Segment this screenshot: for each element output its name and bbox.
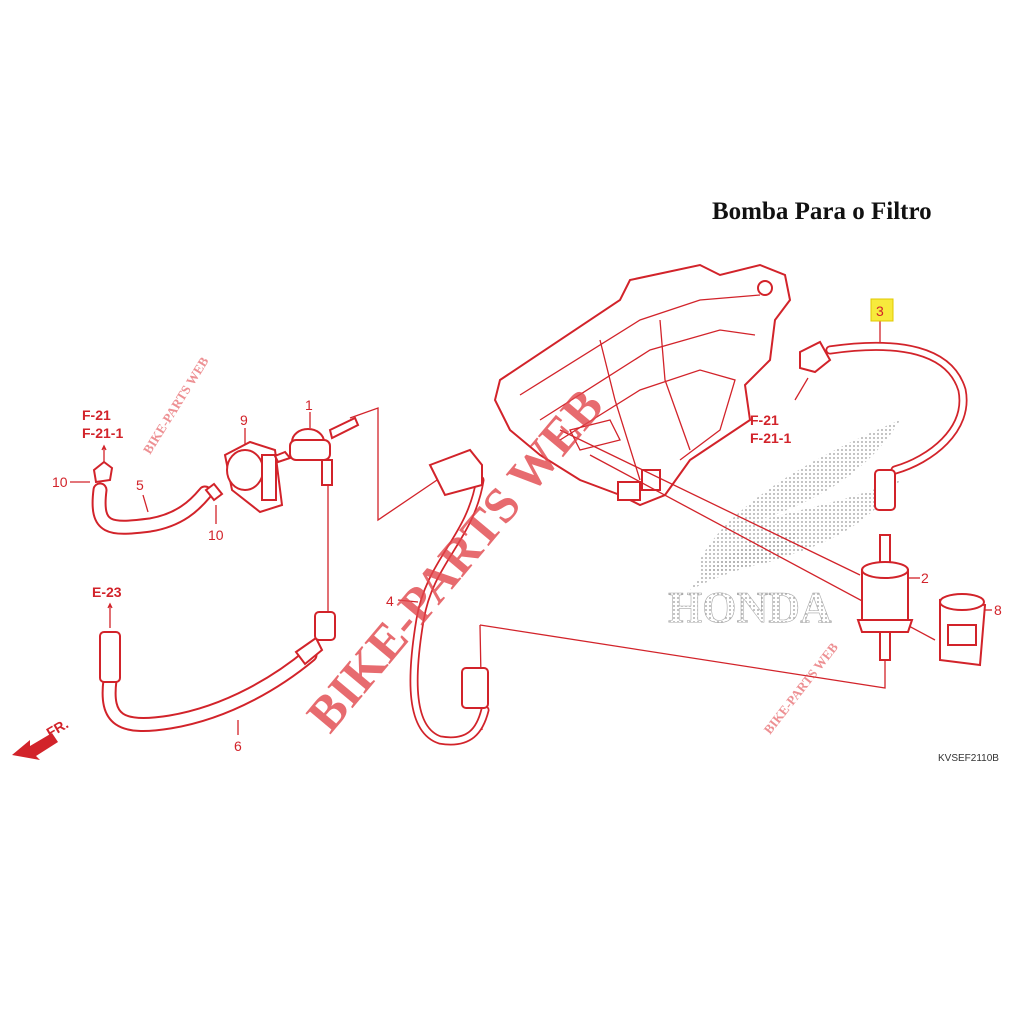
honda-logo: HONDA: [668, 420, 900, 632]
ref-e23: E-23: [92, 584, 122, 600]
callout-9: 9: [240, 412, 248, 428]
diagram-code: KVSEF2110B: [938, 753, 999, 764]
hose-5: [91, 482, 213, 535]
ref-left-f21-1: F-21-1: [82, 425, 123, 441]
callout-1: 1: [305, 397, 313, 413]
holder-9: [223, 440, 284, 514]
hose-3: [799, 340, 968, 511]
highlight-part-3: [870, 298, 894, 322]
clip-10-upper: [92, 460, 114, 484]
cover-8: [939, 593, 987, 667]
fuel-filter-2: [856, 534, 914, 661]
valve-1: [273, 416, 360, 486]
ref-right-f21-1: F-21-1: [750, 430, 791, 446]
callout-10-lower: 10: [208, 527, 224, 543]
callout-3: 3: [876, 303, 884, 319]
clip-10-lower: [204, 482, 224, 502]
diagram-title: Bomba Para o Filtro: [712, 198, 932, 225]
front-arrow-icon: [12, 733, 58, 760]
callout-6: 6: [234, 738, 242, 754]
watermark-small-right: BIKE-PARTS WEB: [761, 640, 842, 737]
callout-10-upper: 10: [52, 474, 68, 490]
honda-logo-text: HONDA: [668, 583, 832, 632]
ref-left-f21: F-21: [82, 407, 111, 423]
watermark-small-left: BIKE-PARTS WEB: [140, 354, 212, 457]
ref-right-f21: F-21: [750, 412, 779, 428]
hose-4: [409, 448, 490, 746]
hose-6: [99, 611, 336, 733]
callout-4: 4: [386, 593, 394, 609]
callout-2: 2: [921, 570, 929, 586]
callout-8: 8: [994, 602, 1002, 618]
frame-bracket: [493, 263, 792, 507]
callout-5: 5: [136, 477, 144, 493]
